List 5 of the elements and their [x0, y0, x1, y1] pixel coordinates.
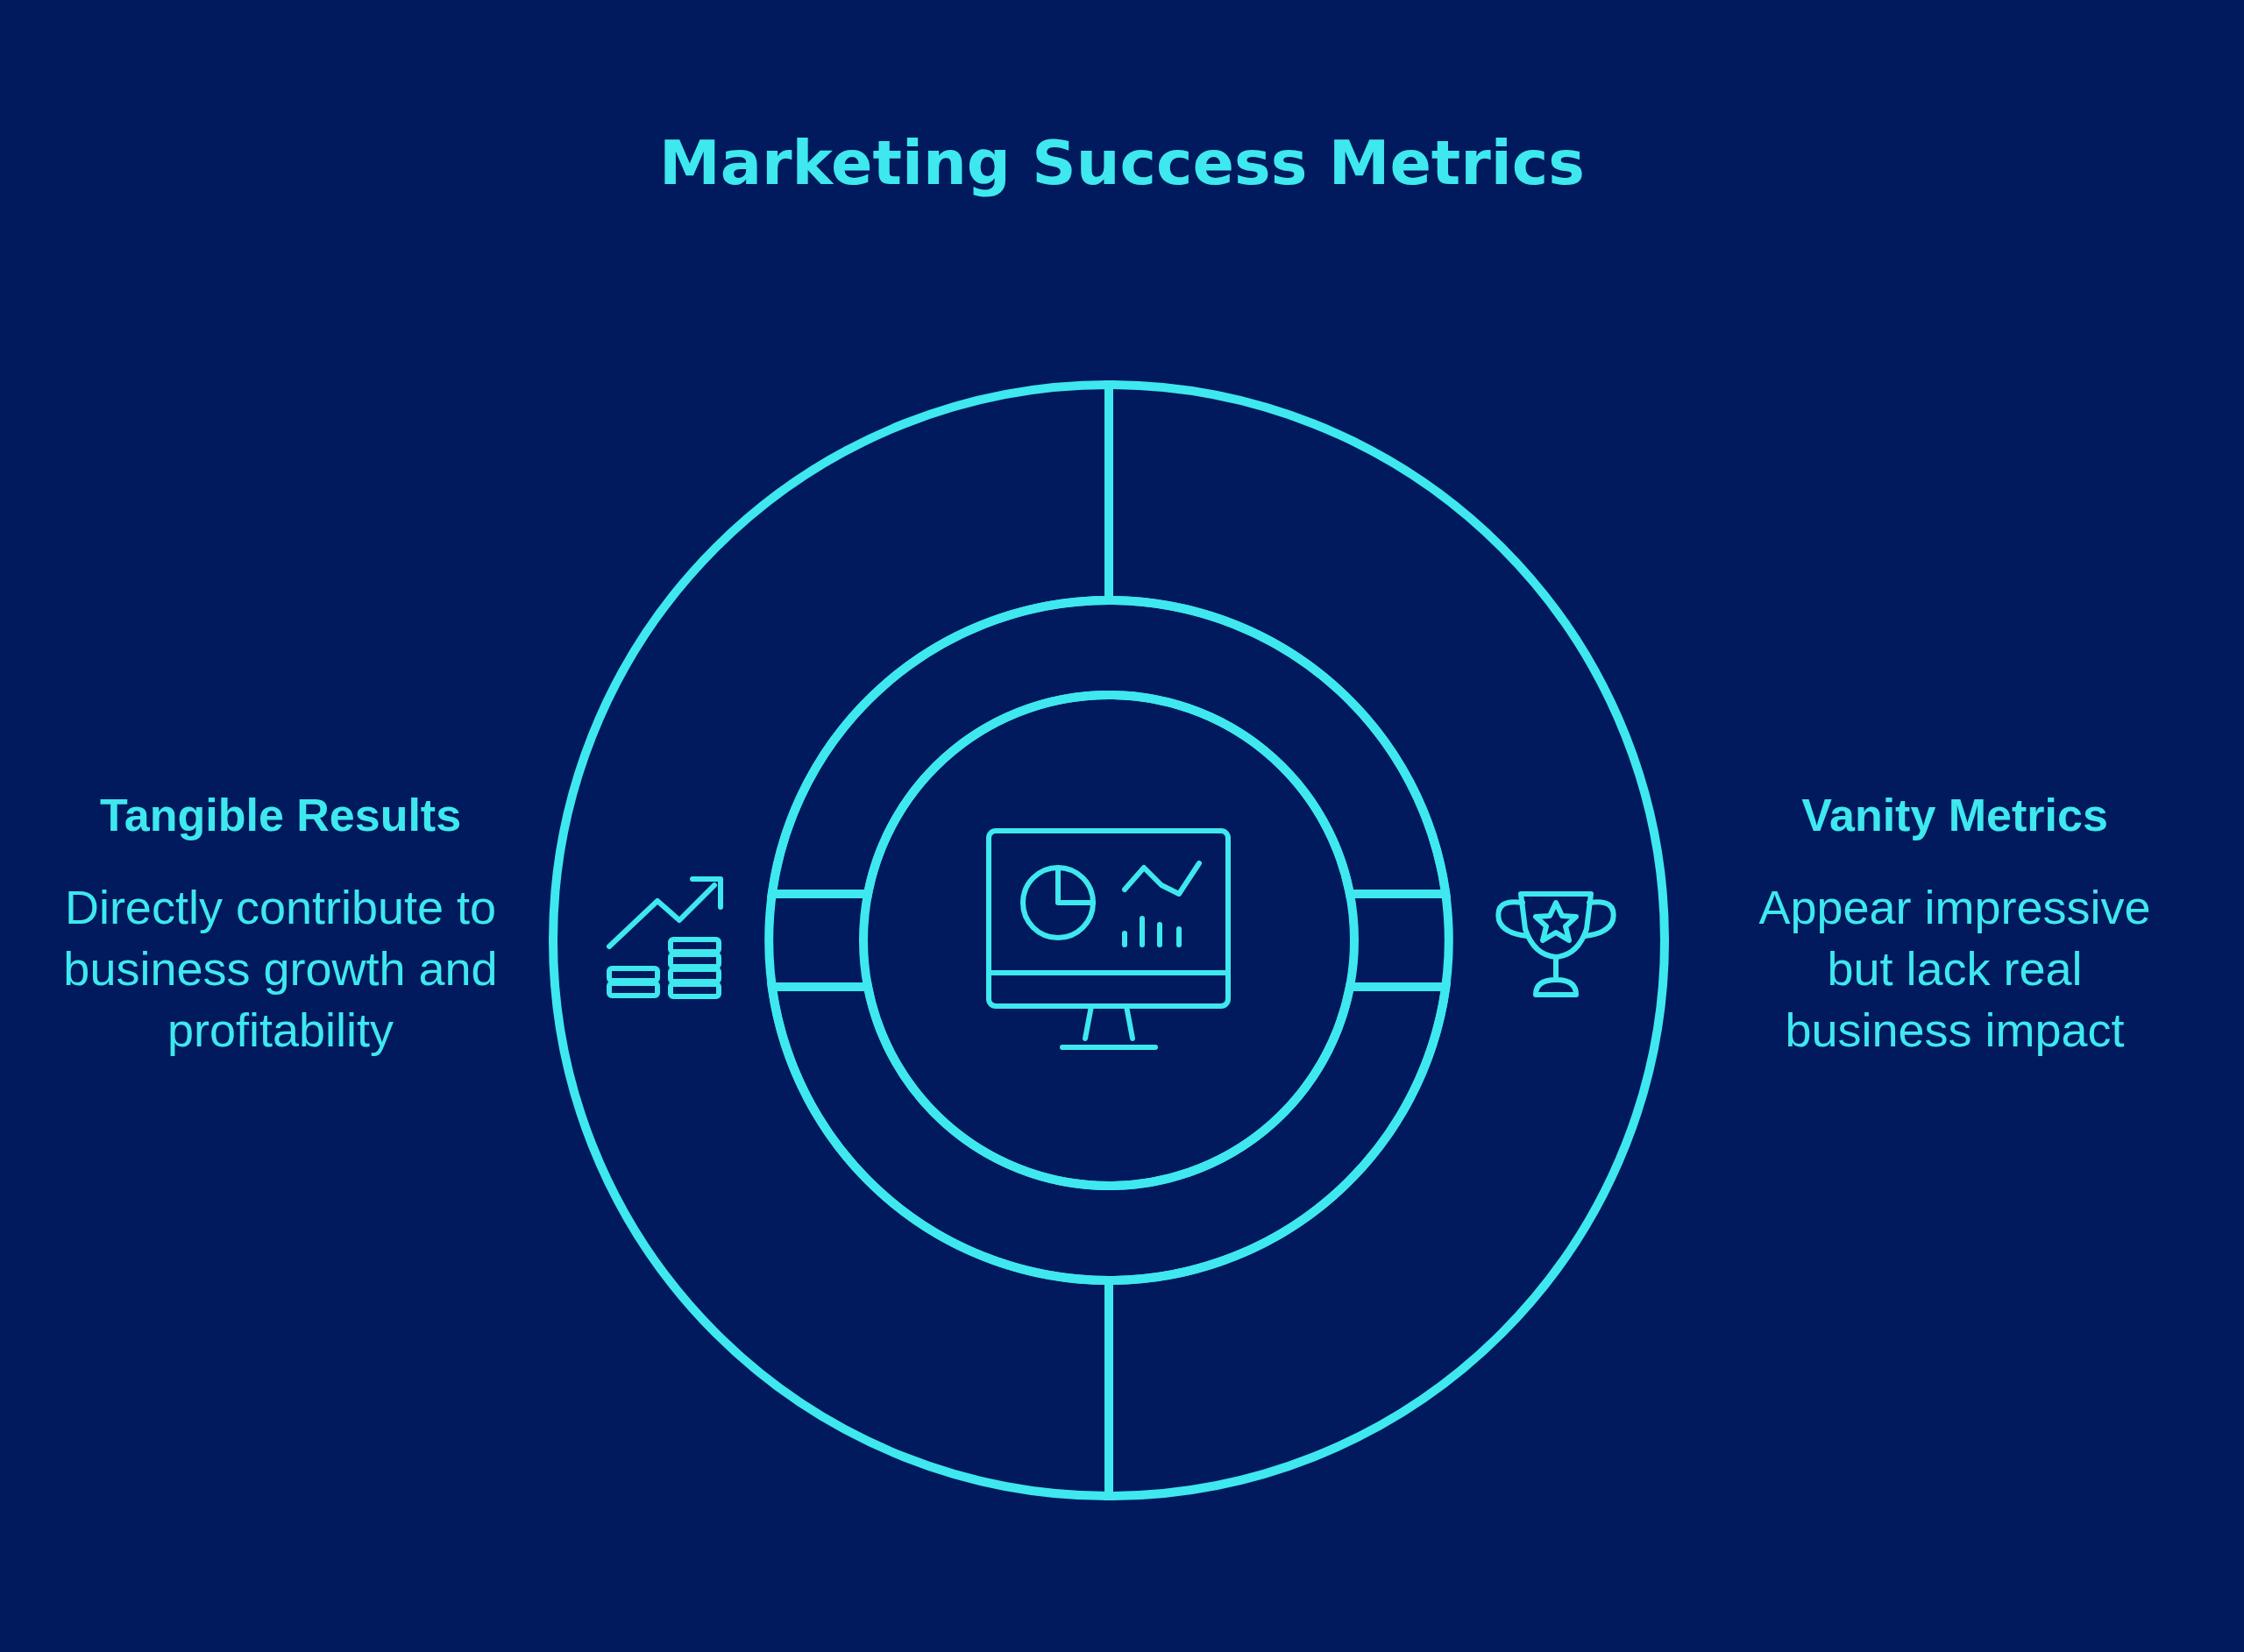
heading: Tangible Results	[98, 789, 463, 841]
title: Marketing Success Metrics	[658, 127, 1586, 199]
description: Appear impressive but lack real business impact	[1758, 880, 2152, 1058]
heading: Vanity Metrics	[1800, 789, 2109, 841]
description: Directly contribute to business growth and profitability	[62, 880, 499, 1058]
